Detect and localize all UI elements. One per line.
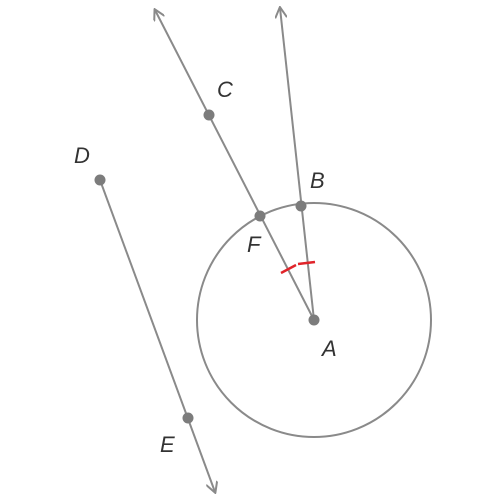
ray-a-through-b xyxy=(280,8,315,321)
point-b xyxy=(295,200,307,212)
circle-centered-at-a xyxy=(196,202,432,438)
point-c xyxy=(203,109,215,121)
point-e xyxy=(182,412,194,424)
label-d: D xyxy=(74,143,90,168)
point-a xyxy=(308,314,320,326)
label-b: B xyxy=(310,168,325,193)
ray-a-through-c xyxy=(155,10,315,321)
label-a: A xyxy=(320,336,337,361)
point-d xyxy=(94,174,106,186)
label-e: E xyxy=(160,432,175,457)
label-c: C xyxy=(217,77,233,102)
congruence-tick-ab xyxy=(297,260,316,266)
congruence-tick-af xyxy=(280,263,297,275)
ray-d-through-e xyxy=(99,179,215,492)
label-f: F xyxy=(247,232,262,257)
point-f xyxy=(254,210,266,222)
